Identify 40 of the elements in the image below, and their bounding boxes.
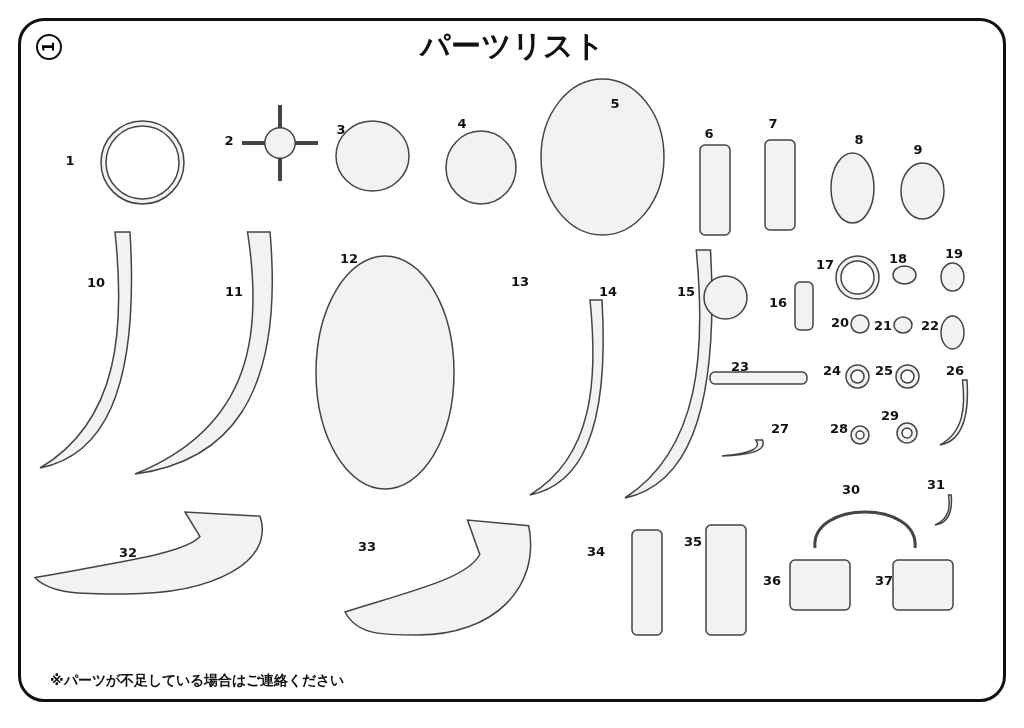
callout-number: 12	[339, 250, 359, 266]
callout-number: 14	[598, 283, 618, 299]
page-number: 1	[36, 34, 62, 60]
callout-number: 3	[336, 121, 346, 137]
callout-number: 6	[704, 125, 714, 141]
callout-number: 10	[86, 274, 106, 290]
callout-number: 28	[829, 420, 849, 436]
callout-number: 15	[676, 283, 696, 299]
callout-number: 25	[874, 362, 894, 378]
callout-number: 1	[65, 152, 75, 168]
callout-number: 19	[944, 245, 964, 261]
callout-number: 31	[926, 476, 946, 492]
callout-number: 20	[830, 314, 850, 330]
callout-number: 7	[768, 115, 778, 131]
callout-number: 13	[510, 273, 530, 289]
callout-number: 29	[880, 407, 900, 423]
callout-number: 27	[770, 420, 790, 436]
callout-number: 11	[224, 283, 244, 299]
callout-number: 36	[762, 572, 782, 588]
callout-number: 30	[841, 481, 861, 497]
callout-number: 34	[586, 543, 606, 559]
callout-number: 26	[945, 362, 965, 378]
title: パーツリスト	[419, 28, 605, 63]
footnote: ※パーツが不足している場合はご連絡ください	[50, 672, 344, 690]
callout-number: 23	[730, 358, 750, 374]
callout-number: 32	[118, 544, 138, 560]
callout-number: 5	[610, 95, 620, 111]
callout-number: 2	[224, 132, 234, 148]
callout-number: 16	[768, 294, 788, 310]
callout-number: 9	[913, 141, 923, 157]
callout-number: 8	[854, 131, 864, 147]
callout-number: 18	[888, 250, 908, 266]
callout-number: 21	[873, 317, 893, 333]
callout-number: 33	[357, 538, 377, 554]
callout-number: 24	[822, 362, 842, 378]
callout-number: 37	[874, 572, 894, 588]
callout-number: 17	[815, 256, 835, 272]
callout-number: 22	[920, 317, 940, 333]
callout-number: 4	[457, 115, 467, 131]
callout-number: 35	[683, 533, 703, 549]
